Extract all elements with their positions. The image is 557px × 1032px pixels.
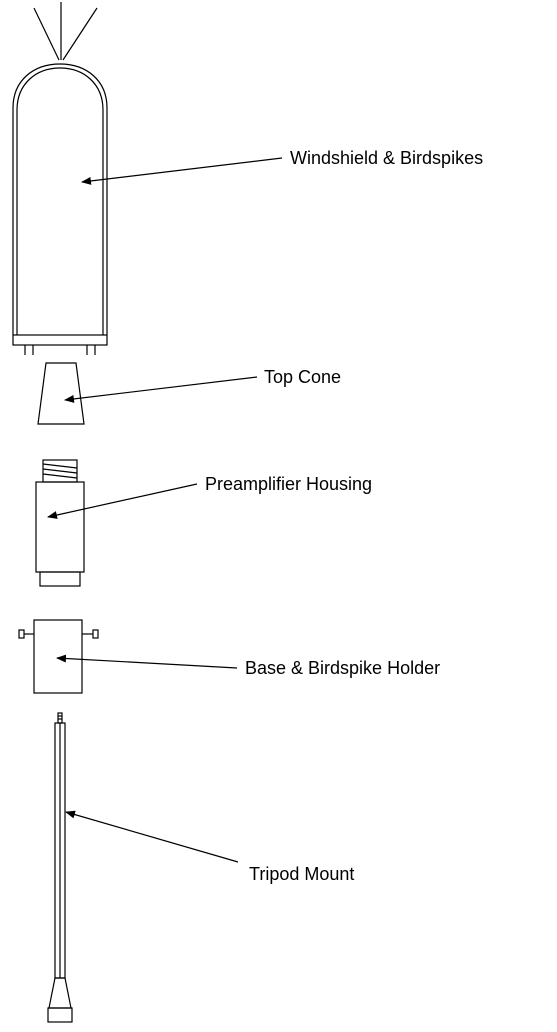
arrow-preamplifier (47, 483, 198, 519)
label-preamplifier-housing: Preamplifier Housing (205, 474, 373, 494)
label-windshield-birdspikes: Windshield & Birdspikes (290, 148, 484, 168)
windshield (12, 63, 108, 355)
base-birdspike-holder (18, 619, 99, 694)
arrow-base (56, 654, 238, 669)
arrow-tripod (65, 810, 239, 863)
leader-arrows (47, 157, 283, 863)
label-top-cone: Top Cone (264, 367, 342, 387)
arrow-windshield (81, 157, 283, 185)
birdspikes (33, 2, 98, 61)
label-tripod-mount: Tripod Mount (249, 864, 355, 884)
tripod-mount (47, 712, 73, 1023)
preamplifier-housing (35, 459, 85, 587)
label-base-birdspike-holder: Base & Birdspike Holder (245, 658, 441, 678)
top-cone (37, 362, 85, 425)
arrow-top-cone (64, 376, 258, 403)
